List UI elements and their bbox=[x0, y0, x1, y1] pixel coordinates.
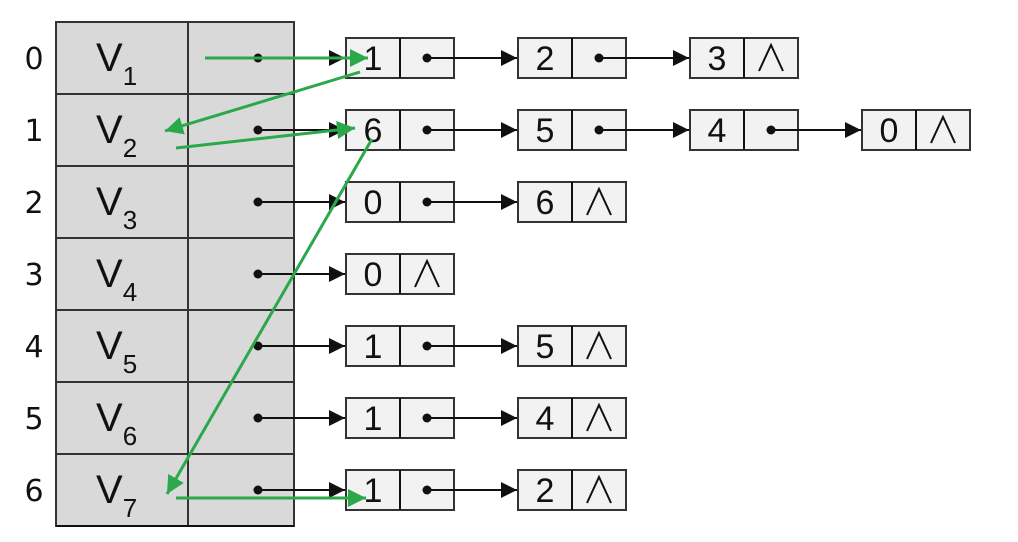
vertex-cell bbox=[55, 381, 189, 455]
traversal-overlay bbox=[164, 49, 374, 507]
vertex-subscript: 7 bbox=[123, 493, 137, 523]
row-index: 1 bbox=[24, 114, 43, 149]
node-value: 1 bbox=[364, 472, 383, 510]
node-value: 4 bbox=[536, 400, 555, 438]
row-index: 4 bbox=[24, 330, 43, 365]
adjacency-lists: 1 2 3 6 5 4 0 0 6 0 1 5 1 4 1 2 bbox=[253, 37, 971, 511]
null-pointer-icon bbox=[586, 186, 612, 216]
node-value: 4 bbox=[708, 112, 727, 150]
node-value: 0 bbox=[880, 112, 899, 150]
vertex-subscript: 4 bbox=[123, 277, 137, 307]
null-pointer-icon bbox=[758, 42, 784, 72]
node-value: 6 bbox=[536, 184, 555, 222]
node-value: 1 bbox=[364, 400, 383, 438]
vertex-subscript: 2 bbox=[123, 133, 137, 163]
null-pointer-icon bbox=[586, 402, 612, 432]
null-pointer-icon bbox=[586, 330, 612, 360]
row-index: 5 bbox=[24, 402, 43, 437]
vertex-cell bbox=[55, 237, 189, 311]
null-pointer-icon bbox=[586, 474, 612, 504]
vertex-subscript: 6 bbox=[123, 421, 137, 451]
node-value: 2 bbox=[536, 40, 555, 78]
vertex-subscript: 1 bbox=[123, 61, 137, 91]
node-value: 5 bbox=[536, 112, 555, 150]
row-index: 6 bbox=[24, 474, 43, 509]
row-index: 3 bbox=[24, 258, 43, 293]
row-index: 2 bbox=[24, 186, 43, 221]
vertex-cell bbox=[55, 309, 189, 383]
vertex-subscript: 5 bbox=[123, 349, 137, 379]
node-value: 0 bbox=[364, 184, 383, 222]
null-pointer-icon bbox=[930, 114, 956, 144]
traversal-arrow bbox=[165, 138, 374, 495]
vertex-cell bbox=[55, 453, 189, 527]
vertex-cell bbox=[55, 165, 189, 239]
node-value: 3 bbox=[708, 40, 727, 78]
node-value: 2 bbox=[536, 472, 555, 510]
traversal-arrow bbox=[175, 121, 356, 150]
traversal-arrow bbox=[164, 70, 361, 135]
node-value: 5 bbox=[536, 328, 555, 366]
node-value: 1 bbox=[364, 328, 383, 366]
row-index: 0 bbox=[24, 42, 43, 77]
vertex-subscript: 3 bbox=[123, 205, 137, 235]
node-value: 6 bbox=[364, 112, 383, 150]
null-pointer-icon bbox=[414, 258, 440, 288]
node-value: 1 bbox=[364, 40, 383, 78]
node-value: 0 bbox=[364, 256, 383, 294]
